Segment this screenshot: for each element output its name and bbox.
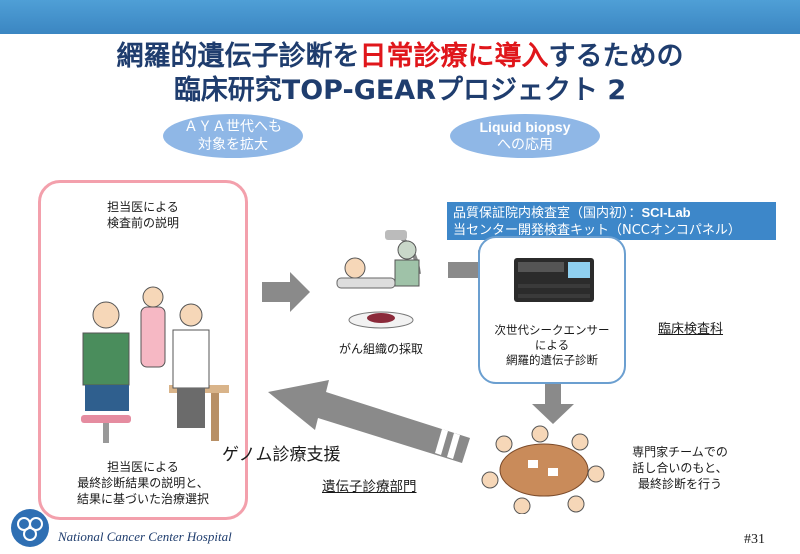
arrow-to-team bbox=[532, 384, 574, 424]
card-top-line2: 検査前の説明 bbox=[106, 216, 179, 230]
card-bottom-line3: 結果に基づいた治療選択 bbox=[76, 492, 209, 506]
top-banner bbox=[0, 0, 800, 34]
doctor-patient-illustration bbox=[81, 286, 229, 443]
slide-title: 網羅的遺伝子診断を日常診療に導入するための 臨床研究TOP-GEARプロジェクト… bbox=[0, 40, 800, 108]
card-bottom-line1: 担当医による bbox=[107, 460, 179, 474]
liquid-biopsy-pill: Liquid biopsy への応用 bbox=[450, 114, 600, 158]
page-number: #31 bbox=[744, 532, 765, 547]
aya-expansion-pill: ＡＹＡ世代へも 対象を拡大 bbox=[163, 114, 303, 158]
lab-info-header: 品質保証院内検査室（国内初）：SCI-Lab 当センター開発検査キット（NCCオ… bbox=[447, 202, 776, 240]
title-part-1: 網羅的遺伝子診断を bbox=[116, 41, 360, 72]
seq-caption-line1: 次世代シークエンサー bbox=[494, 323, 610, 337]
title-line-2: 臨床研究TOP-GEARプロジェクト 2 bbox=[173, 75, 627, 106]
team-caption-line3: 最終診断を行う bbox=[637, 477, 722, 491]
aya-pill-line2: 対象を拡大 bbox=[198, 137, 268, 153]
expert-team-caption: 専門家チームでの 話し合いのもと、 最終診断を行う bbox=[620, 444, 740, 492]
title-part-2: するための bbox=[548, 41, 684, 72]
team-caption-line1: 専門家チームでの bbox=[632, 445, 728, 459]
card-bottom-line2: 最終診断結果の説明と、 bbox=[77, 476, 209, 490]
title-highlight: 日常診療に導入 bbox=[359, 41, 549, 72]
tissue-collection-illustration bbox=[336, 230, 421, 329]
sci-lab-label: SCI-Lab bbox=[641, 205, 691, 220]
tissue-collection-caption: がん組織の採取 bbox=[338, 342, 423, 356]
liquid-pill-line2: への応用 bbox=[497, 137, 553, 153]
lab-header-line2: 当センター開発検査キット（NCCオンコパネル） bbox=[453, 223, 741, 238]
pre-test-explanation: 担当医による 検査前の説明 bbox=[41, 199, 245, 231]
seq-caption-line3: 網羅的遺伝子診断 bbox=[506, 353, 598, 367]
hospital-name: National Cancer Center Hospital bbox=[58, 529, 232, 544]
sequencer-box: 次世代シークエンサー による 網羅的遺伝子診断 bbox=[478, 236, 626, 384]
lab-header-line1-a: 品質保証院内検査室（国内初）： bbox=[453, 206, 642, 221]
clinical-lab-label: 臨床検査科 bbox=[658, 322, 724, 337]
sequencer-icon bbox=[514, 258, 594, 302]
sequencer-caption: 次世代シークエンサー による 網羅的遺伝子診断 bbox=[480, 323, 624, 368]
aya-pill-line1: ＡＹＡ世代へも bbox=[184, 119, 282, 135]
liquid-pill-line1: Liquid biopsy bbox=[479, 119, 571, 135]
hospital-logo-icon bbox=[11, 509, 49, 547]
seq-caption-line2: による bbox=[534, 338, 570, 352]
card-top-line1: 担当医による bbox=[107, 200, 179, 214]
doctor-explanation-card: 担当医による 検査前の説明 担当医による 最終診断結果の説明と、 結果に基づいた… bbox=[38, 180, 248, 520]
arrow-to-doctor bbox=[268, 380, 470, 463]
arrow-to-tissue bbox=[262, 272, 310, 312]
final-diagnosis-explanation: 担当医による 最終診断結果の説明と、 結果に基づいた治療選択 bbox=[41, 459, 245, 507]
genetic-medicine-dept-label: 遺伝子診療部門 bbox=[322, 479, 417, 495]
expert-team-illustration bbox=[481, 425, 605, 514]
lab-header-line1: 品質保証院内検査室（国内初）：SCI-Lab bbox=[453, 204, 770, 222]
team-caption-line2: 話し合いのもと、 bbox=[632, 461, 728, 475]
genome-support-label: ゲノム診療支援 bbox=[222, 445, 341, 465]
title-line-1: 網羅的遺伝子診断を日常診療に導入するための bbox=[0, 40, 800, 74]
